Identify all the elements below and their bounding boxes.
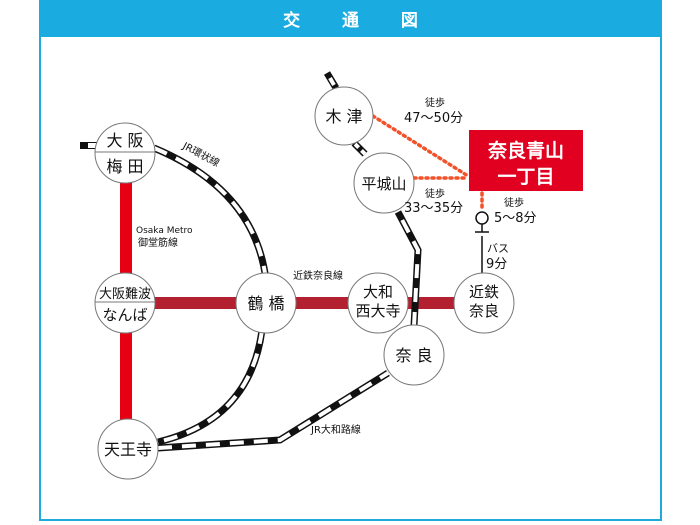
page-title: 交 通 図 [39,0,662,37]
destination-box[interactable]: 奈良青山 一丁目 [469,130,583,191]
label-kintetsu-nara: 近鉄奈良線 [293,269,343,282]
walk-narayama-label: 徒歩 [425,187,445,200]
svg-text:近鉄: 近鉄 [469,283,499,301]
walk-narayama-time: 33〜35分 [404,201,463,216]
svg-text:天王寺: 天王寺 [104,440,152,459]
svg-text:奈良: 奈良 [469,302,499,320]
svg-text:なんば: なんば [102,306,147,324]
walk-bus-stop-label: 徒歩 [504,196,524,209]
svg-text:梅 田: 梅 田 [106,157,143,176]
svg-text:一丁目: 一丁目 [497,166,554,188]
station-kizu[interactable]: 木 津 [314,86,374,146]
jr-loop-line [152,144,270,446]
station-yamato-saidaiji[interactable]: 大和 西大寺 [347,272,409,334]
svg-text:大和: 大和 [363,283,393,301]
station-tennoji[interactable]: 天王寺 [97,418,159,480]
svg-text:大 阪: 大 阪 [106,131,143,150]
walk-bus-stop-time: 5〜8分 [494,211,537,226]
station-narayama[interactable]: 平城山 [353,152,415,214]
bus-time: 9分 [486,257,507,272]
walk-kizu-label: 徒歩 [425,96,445,109]
station-namba[interactable]: 大阪難波 なんば [94,272,156,334]
bus-label: バス [487,242,509,255]
label-jr-yamatoji: JR大和路線 [310,423,361,436]
jr-yamatoji-line [157,71,422,452]
station-nara[interactable]: 奈 良 [383,324,445,386]
svg-text:木 津: 木 津 [325,107,362,126]
station-kintetsu-nara[interactable]: 近鉄 奈良 [453,272,515,334]
label-midosuji-2: 御堂筋線 [138,236,178,249]
svg-text:鶴 橋: 鶴 橋 [247,294,284,313]
label-midosuji-1: Osaka Metro [136,226,193,236]
station-tsuruhashi[interactable]: 鶴 橋 [235,272,297,334]
svg-text:奈良青山: 奈良青山 [487,139,564,162]
walk-routes [371,114,484,213]
svg-text:西大寺: 西大寺 [355,302,400,320]
station-umeda[interactable]: 大 阪 梅 田 [94,122,156,184]
svg-text:奈 良: 奈 良 [395,346,432,365]
svg-text:平城山: 平城山 [361,175,406,193]
walk-kizu-time: 47〜50分 [404,111,463,126]
svg-text:大阪難波: 大阪難波 [99,287,151,302]
umeda-stub [80,142,98,149]
bus-route [475,211,489,274]
